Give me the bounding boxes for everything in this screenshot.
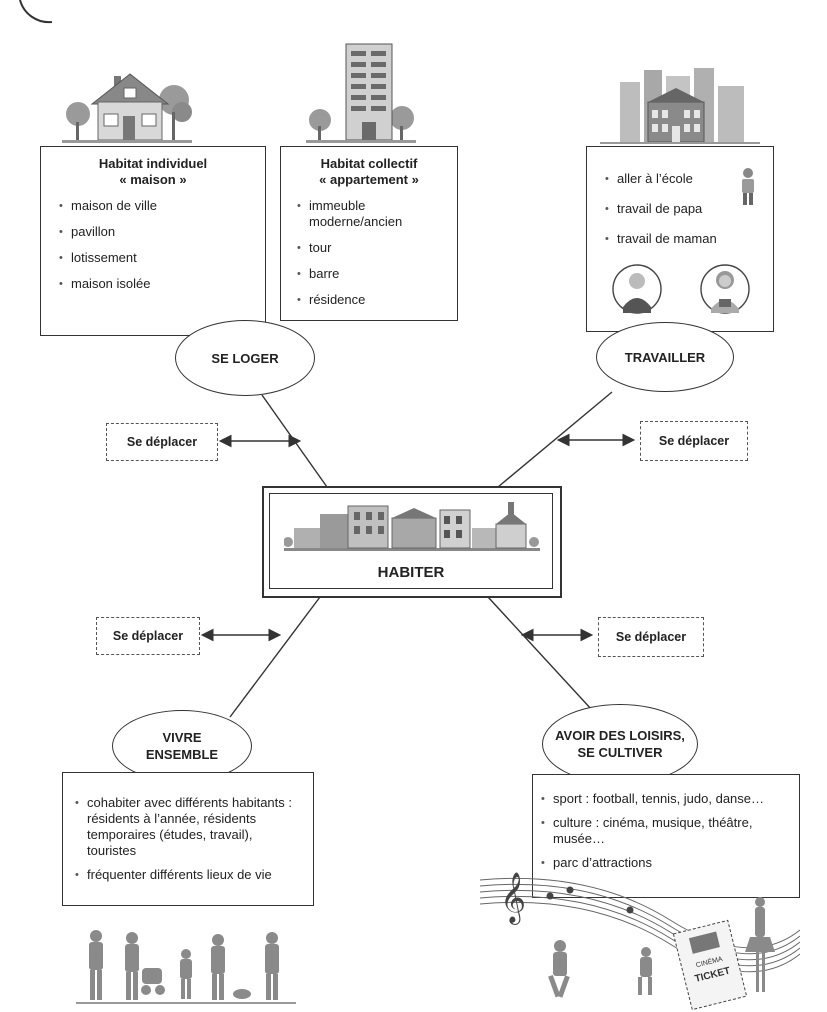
apartment-building-illustration	[306, 43, 416, 143]
house-illustration	[62, 73, 192, 143]
node-line: VIVRE	[162, 730, 202, 745]
list-item: maison de ville	[59, 198, 265, 214]
title-line: « appartement »	[319, 172, 419, 187]
box-habitat-collectif: Habitat collectif « appartement » immeub…	[280, 146, 458, 321]
node-se-loger: SE LOGER	[175, 320, 315, 396]
list-item: barre	[297, 266, 447, 282]
box-habitat-individuel: Habitat individuel « maison » maison de …	[40, 146, 266, 336]
list-item: lotissement	[59, 250, 265, 266]
habiter-center-box: HABITER	[262, 486, 562, 598]
label-se-deplacer: Se déplacer	[106, 423, 218, 461]
habiter-label: HABITER	[377, 564, 445, 581]
list-item: sport : football, tennis, judo, danse…	[541, 791, 789, 807]
box-vivre-ensemble: cohabiter avec différents habitants : ré…	[62, 772, 314, 906]
woman-avatar-icon	[700, 264, 750, 314]
list-item: parc d’attractions	[541, 855, 789, 871]
node-line: AVOIR DES LOISIRS,	[555, 728, 685, 743]
man-avatar-icon	[612, 264, 662, 314]
list-item: maison isolée	[59, 276, 265, 292]
child-icon	[742, 168, 754, 205]
list-item: travail de maman	[605, 231, 773, 247]
page-corner-circle	[19, 0, 53, 24]
box-title: Habitat individuel « maison »	[41, 156, 265, 188]
city-illustration	[600, 68, 760, 144]
title-line: Habitat individuel	[98, 156, 208, 171]
list-item: travail de papa	[605, 201, 773, 217]
town-illustration	[284, 502, 540, 551]
box-loisirs: sport : football, tennis, judo, danse… c…	[532, 774, 800, 898]
list-item: résidence	[297, 292, 447, 308]
pedestrians-illustration	[76, 930, 296, 1004]
music-staff-illustration: 𝄞 CINÉMA TICKET	[479, 872, 800, 1010]
connector-vivre	[229, 596, 321, 718]
list-item: fréquenter différents lieux de vie	[75, 867, 303, 883]
habiter-inner-frame: HABITER	[269, 493, 553, 589]
title-line: « maison »	[119, 172, 187, 187]
list-item: cohabiter avec différents habitants : ré…	[75, 795, 303, 859]
treble-clef-icon: 𝄞	[500, 872, 526, 925]
label-se-deplacer: Se déplacer	[96, 617, 200, 655]
node-line: SE CULTIVER	[577, 745, 663, 760]
label-se-deplacer: Se déplacer	[598, 617, 704, 657]
label-se-deplacer: Se déplacer	[640, 421, 748, 461]
list-item: aller à l’école	[605, 171, 773, 187]
title-line: Habitat collectif	[320, 156, 418, 171]
connector-loisirs	[487, 596, 593, 711]
box-travailler: aller à l’école travail de papa travail …	[586, 146, 774, 332]
node-line: ENSEMBLE	[145, 747, 219, 762]
list-item: tour	[297, 240, 447, 256]
list-item: immeuble moderne/ancien	[297, 198, 447, 230]
node-travailler: TRAVAILLER	[596, 322, 734, 392]
list-item: pavillon	[59, 224, 265, 240]
list-item: culture : cinéma, musique, théâtre, musé…	[541, 815, 789, 847]
box-title: Habitat collectif « appartement »	[281, 156, 457, 188]
node-avoir-des-loisirs: AVOIR DES LOISIRS, SE CULTIVER	[542, 704, 698, 784]
connector-travailler	[497, 391, 613, 488]
